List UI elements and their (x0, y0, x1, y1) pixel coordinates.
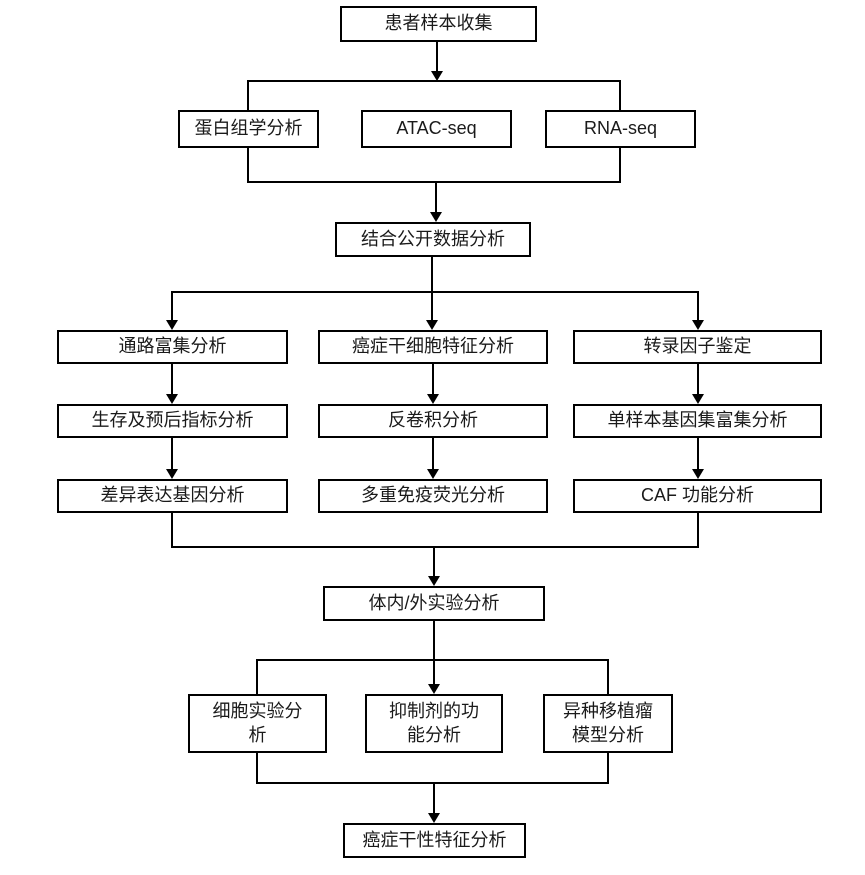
connector-line (431, 292, 433, 321)
connector-line (247, 81, 249, 110)
node-label: 蛋白组学分析 (194, 118, 303, 139)
connector-line (433, 547, 435, 577)
connector-line (171, 438, 173, 470)
connector-line (697, 292, 699, 321)
arrowhead-icon (166, 394, 178, 404)
connector-line (697, 364, 699, 395)
connector-line (171, 292, 173, 321)
connector-line (171, 291, 699, 293)
connector-line (247, 80, 621, 82)
node-label: 体内/外实验分析 (368, 592, 500, 613)
node-deg-analysis: 差异表达基因分析 (57, 479, 288, 513)
node-proteomics-analysis: 蛋白组学分析 (178, 110, 319, 148)
node-cell-experiment: 细胞实验分析 (188, 694, 327, 753)
node-label: RNA-seq (583, 118, 658, 139)
arrowhead-icon (431, 71, 443, 81)
connector-line (431, 257, 433, 293)
node-multiplex-if: 多重免疫荧光分析 (318, 479, 548, 513)
connector-line (433, 621, 435, 685)
node-label: CAF 功能分析 (640, 485, 754, 506)
arrowhead-icon (427, 469, 439, 479)
node-cancer-stem-cell-feature: 癌症干细胞特征分析 (318, 330, 548, 364)
node-label: 单样本基因集富集分析 (607, 410, 788, 431)
node-label: 反卷积分析 (388, 410, 478, 431)
connector-line (619, 148, 621, 183)
connector-line (247, 148, 249, 183)
arrowhead-icon (426, 320, 438, 330)
node-label: 差异表达基因分析 (100, 485, 245, 506)
node-xenograft-model: 异种移植瘤模型分析 (543, 694, 673, 753)
connector-line (171, 513, 173, 548)
node-deconvolution: 反卷积分析 (318, 404, 548, 438)
node-in-vivo-vitro: 体内/外实验分析 (323, 586, 545, 621)
connector-line (247, 181, 621, 183)
node-label: ATAC-seq (396, 118, 477, 139)
connector-line (171, 364, 173, 395)
arrowhead-icon (428, 684, 440, 694)
node-pathway-enrichment: 通路富集分析 (57, 330, 288, 364)
node-inhibitor-function: 抑制剂的功能分析 (365, 694, 503, 753)
connector-line (435, 183, 437, 213)
node-label: 细胞实验分析 (212, 701, 303, 745)
node-label: 异种移植瘤模型分析 (563, 701, 653, 745)
arrowhead-icon (692, 469, 704, 479)
arrowhead-icon (166, 320, 178, 330)
arrowhead-icon (428, 576, 440, 586)
node-label: 癌症干性特征分析 (362, 829, 507, 850)
connector-line (171, 546, 699, 548)
node-public-data-analysis: 结合公开数据分析 (335, 222, 531, 257)
connector-line (619, 81, 621, 110)
node-label: 抑制剂的功能分析 (389, 701, 479, 745)
arrowhead-icon (692, 394, 704, 404)
node-label: 生存及预后指标分析 (91, 410, 254, 431)
node-label: 多重免疫荧光分析 (361, 485, 505, 506)
node-atac-seq: ATAC-seq (361, 110, 512, 148)
node-cancer-stemness: 癌症干性特征分析 (343, 823, 526, 858)
arrowhead-icon (427, 394, 439, 404)
node-survival-prognosis: 生存及预后指标分析 (57, 404, 288, 438)
node-label: 结合公开数据分析 (361, 228, 505, 249)
connector-line (436, 42, 438, 73)
connector-line (256, 659, 609, 661)
node-label: 转录因子鉴定 (643, 336, 752, 357)
connector-line (432, 438, 434, 470)
connector-line (256, 660, 258, 694)
node-label: 通路富集分析 (118, 336, 227, 357)
node-patient-sample-collection: 患者样本收集 (340, 6, 537, 42)
connector-line (433, 783, 435, 814)
node-caf-function: CAF 功能分析 (573, 479, 822, 513)
arrowhead-icon (430, 212, 442, 222)
connector-line (697, 438, 699, 470)
arrowhead-icon (166, 469, 178, 479)
connector-line (432, 364, 434, 395)
connector-line (697, 513, 699, 548)
connector-line (607, 753, 609, 784)
node-label: 患者样本收集 (384, 13, 493, 34)
node-transcription-factor: 转录因子鉴定 (573, 330, 822, 364)
arrowhead-icon (692, 320, 704, 330)
connector-line (256, 782, 609, 784)
connector-line (256, 753, 258, 784)
node-label: 癌症干细胞特征分析 (352, 336, 514, 357)
connector-line (607, 660, 609, 694)
node-ssgsea: 单样本基因集富集分析 (573, 404, 822, 438)
arrowhead-icon (428, 813, 440, 823)
node-rna-seq: RNA-seq (545, 110, 696, 148)
